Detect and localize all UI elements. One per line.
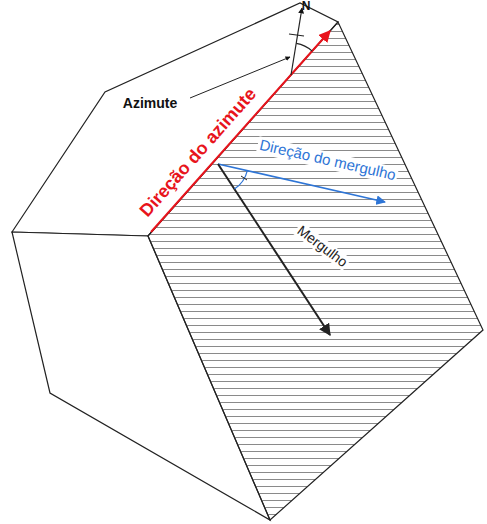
dip-face: [148, 22, 483, 520]
dip-arc: [234, 171, 247, 189]
strike-arrow: [151, 31, 330, 232]
north-arrow: [291, 8, 302, 75]
north-tick: [289, 34, 304, 36]
azimuth-label: Azimute: [121, 96, 179, 111]
dip-arc-tick: [241, 176, 247, 180]
azimuth-arc: [296, 43, 312, 51]
north-label: N: [300, 0, 313, 13]
